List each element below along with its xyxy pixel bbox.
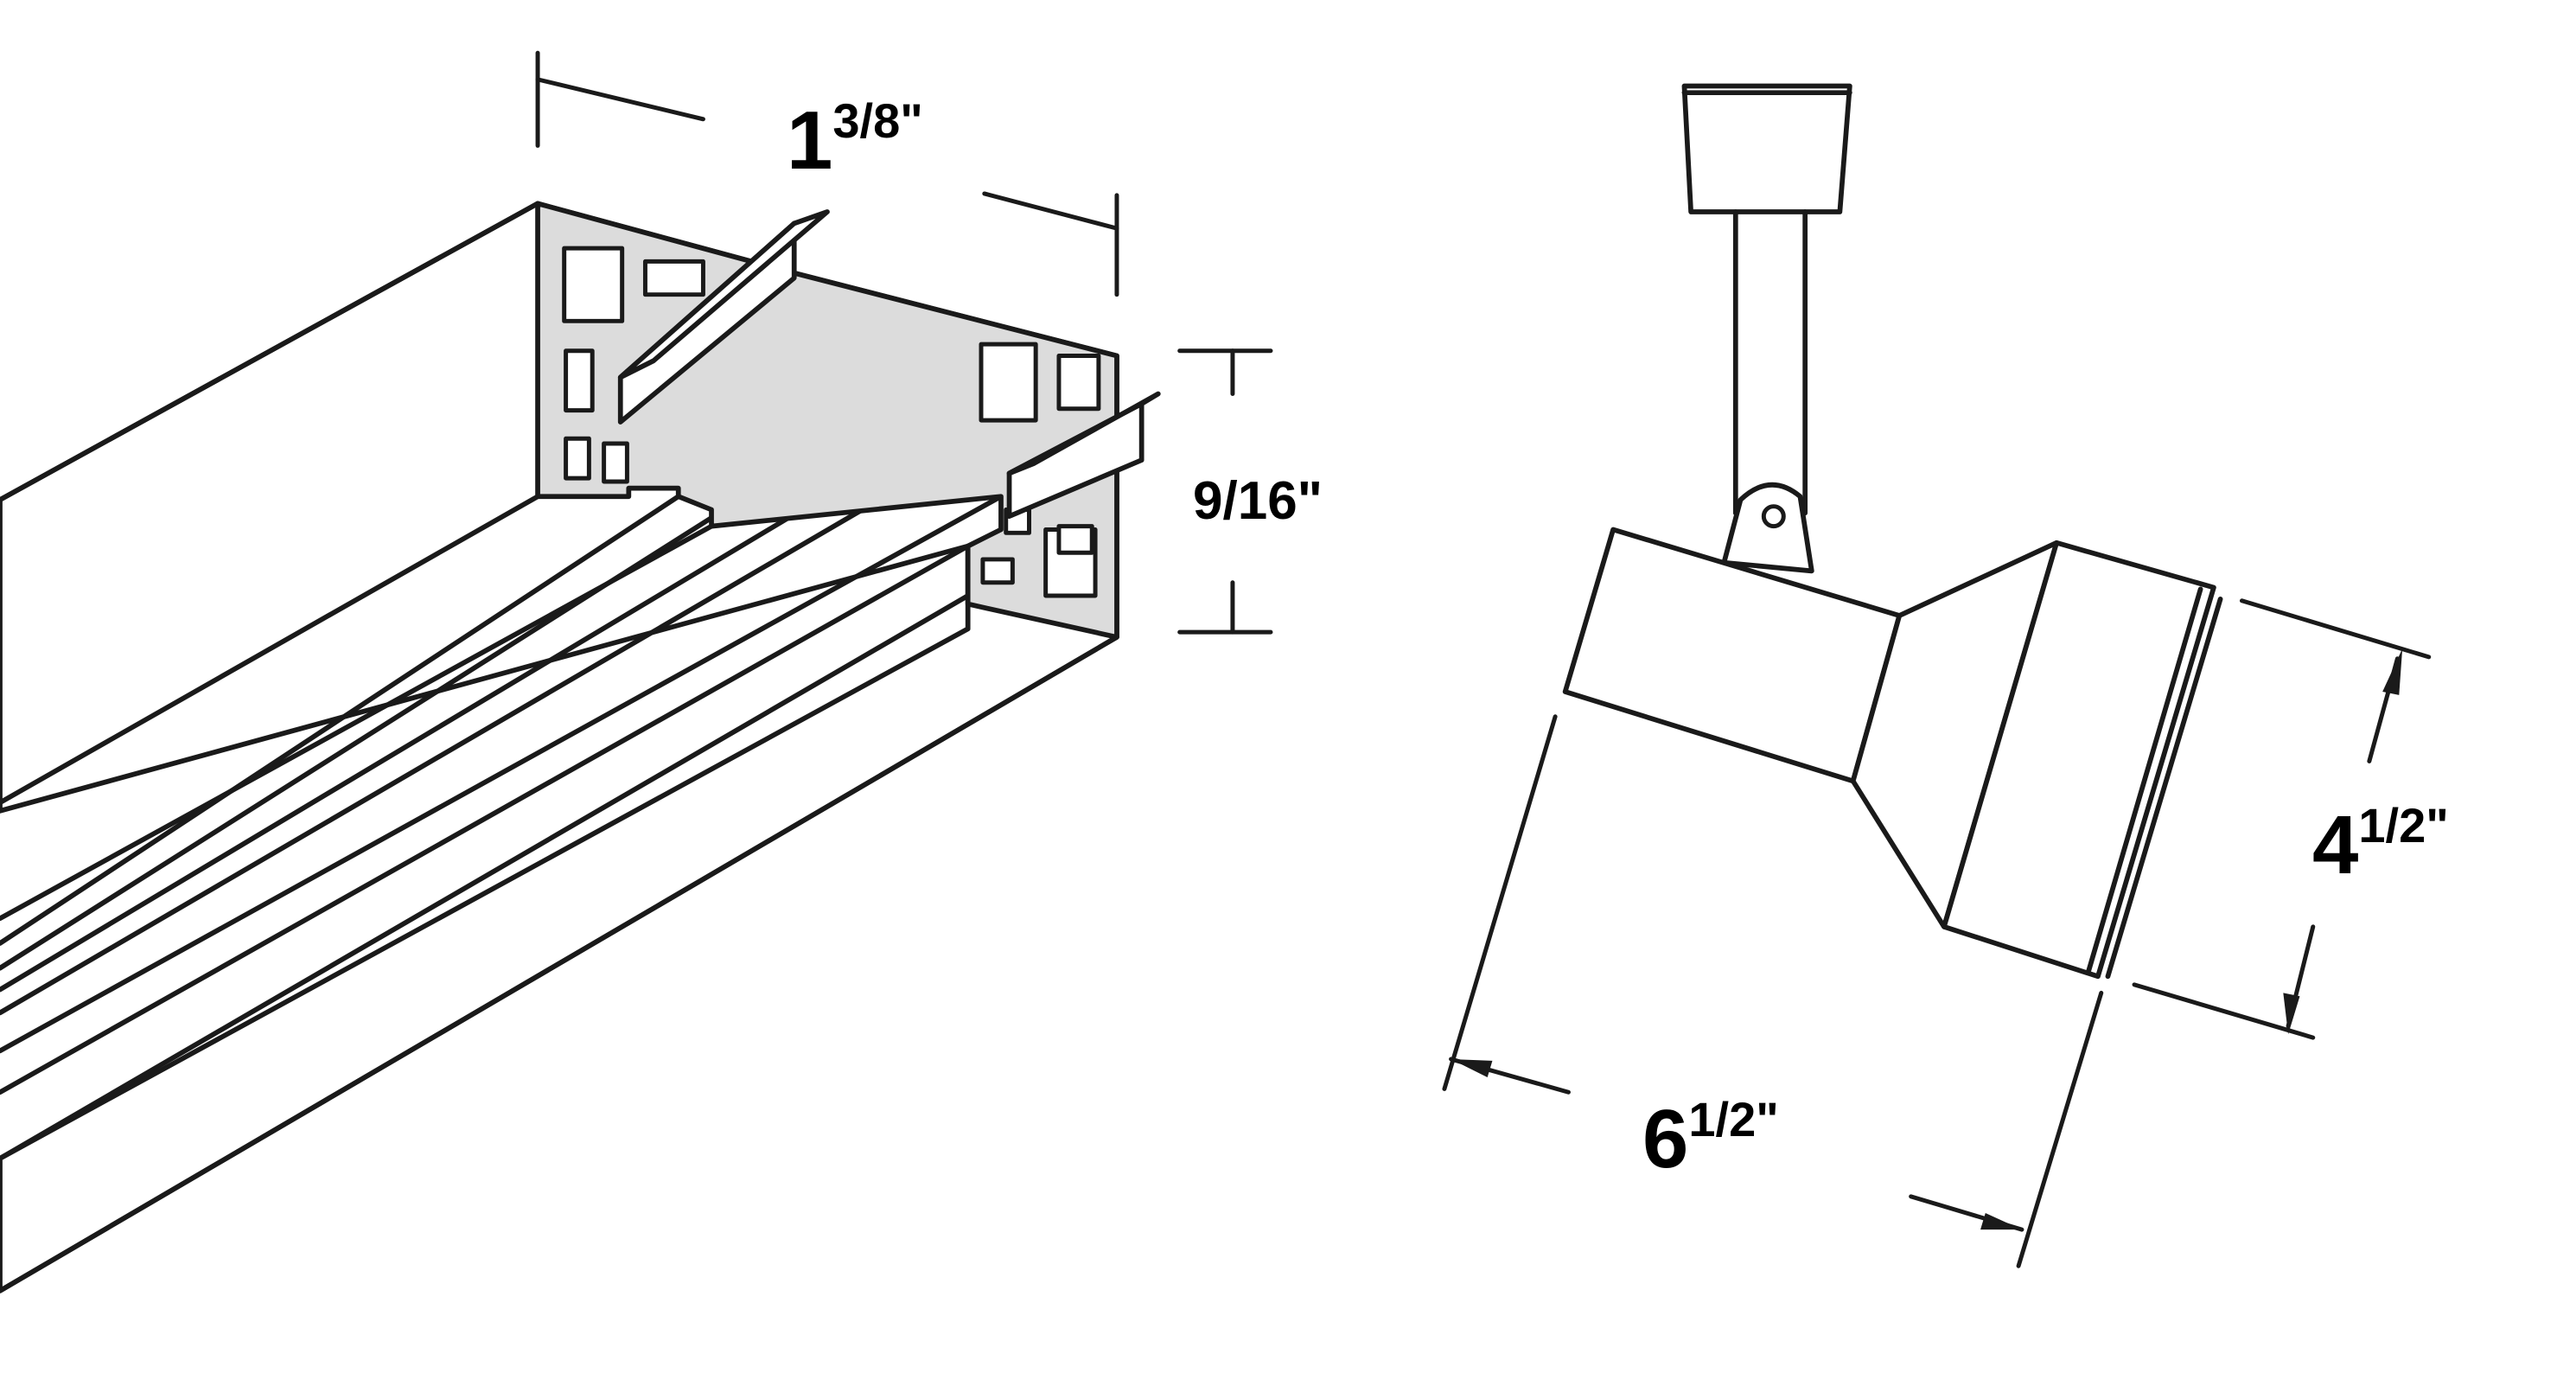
fixture-rear-housing [1562, 527, 1903, 784]
width-dimension-lines [535, 50, 1119, 297]
track-height-label: 9/16" [1193, 471, 1323, 531]
fixture-knuckle [1721, 482, 1814, 574]
fixture-adapter [1681, 83, 1852, 214]
track-contact-bar-lower [1006, 391, 1161, 520]
track-width-label: 13/8" [787, 93, 923, 187]
fixture-stem [1732, 209, 1808, 516]
fixture-length-label: 61/2" [1642, 1092, 1779, 1185]
fixture-front-housing [1942, 540, 2223, 980]
track-end-profile [535, 201, 1119, 640]
height-dimension-lines [1177, 348, 1273, 635]
track-section [0, 50, 1273, 1293]
track-contact-bar-upper [617, 209, 830, 425]
track-fixture [1442, 83, 2432, 1268]
fixture-length-dimension-lines [1442, 714, 2104, 1268]
fixture-height-dimension-lines [2132, 598, 2432, 1040]
fixture-height-label: 41/2" [2312, 798, 2449, 891]
